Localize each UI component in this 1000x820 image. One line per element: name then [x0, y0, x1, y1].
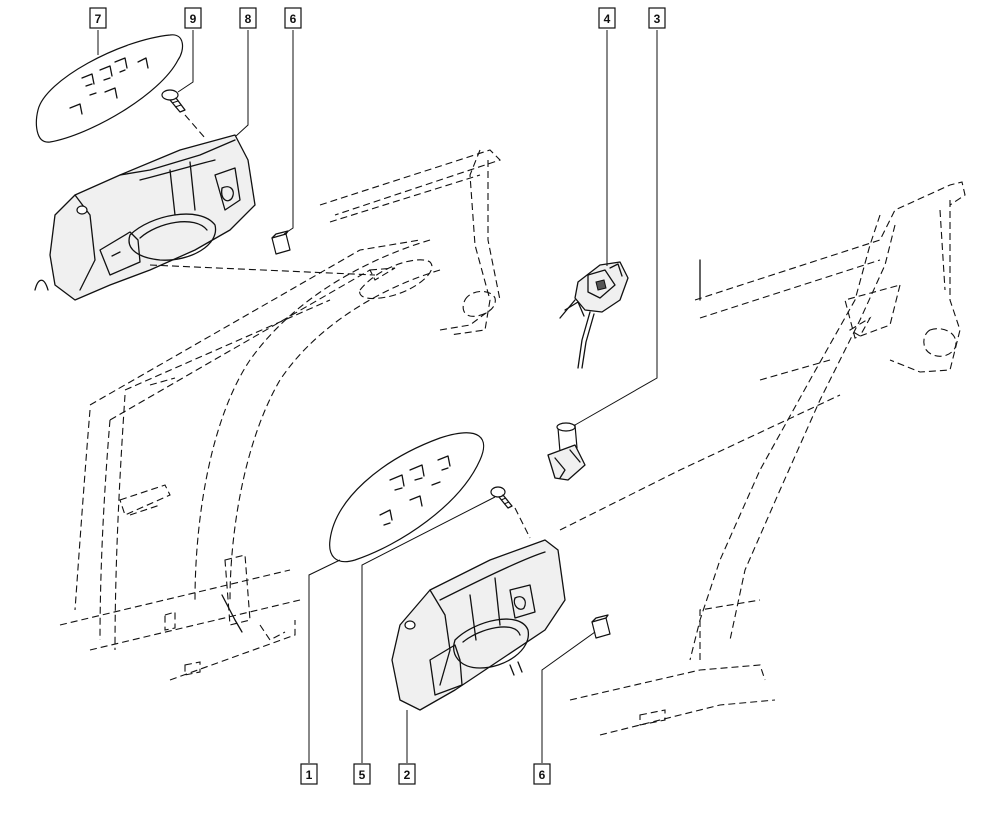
- right-body-side-panel: [569, 181, 966, 736]
- part-4-lock-actuator: [559, 261, 629, 369]
- svg-text:8: 8: [245, 12, 252, 26]
- part-5-screw: [490, 486, 513, 509]
- assembly-guide-lines: [149, 114, 841, 539]
- svg-text:6: 6: [290, 12, 297, 26]
- svg-text:2: 2: [404, 768, 411, 782]
- callout-6-lower: 6: [533, 763, 551, 785]
- callout-1: 1: [300, 763, 318, 785]
- leader-lines: [97, 30, 658, 763]
- callout-7: 7: [89, 7, 107, 29]
- callout-6-upper: 6: [284, 7, 302, 29]
- left-body-side-panel: [59, 149, 502, 681]
- part-2-housing-lower: [391, 539, 566, 711]
- part-8-housing-upper: [34, 134, 256, 301]
- part-6-clip-upper: [271, 230, 291, 255]
- callout-4: 4: [598, 7, 616, 29]
- part-6-clip-lower: [591, 614, 611, 639]
- callout-9: 9: [184, 7, 202, 29]
- callout-8: 8: [239, 7, 257, 29]
- svg-text:6: 6: [539, 768, 546, 782]
- callout-3: 3: [648, 7, 666, 29]
- svg-text:7: 7: [95, 12, 102, 26]
- svg-text:1: 1: [306, 768, 313, 782]
- callout-2: 2: [398, 763, 416, 785]
- svg-text:5: 5: [359, 768, 366, 782]
- part-9-screw: [161, 89, 186, 113]
- callout-5: 5: [353, 763, 371, 785]
- svg-text:3: 3: [654, 12, 661, 26]
- part-7-adhesive-pad: [35, 34, 184, 143]
- svg-text:9: 9: [190, 12, 197, 26]
- part-1-adhesive-pad: [329, 432, 485, 563]
- part-3-plunger: [547, 422, 586, 481]
- svg-text:4: 4: [604, 12, 611, 26]
